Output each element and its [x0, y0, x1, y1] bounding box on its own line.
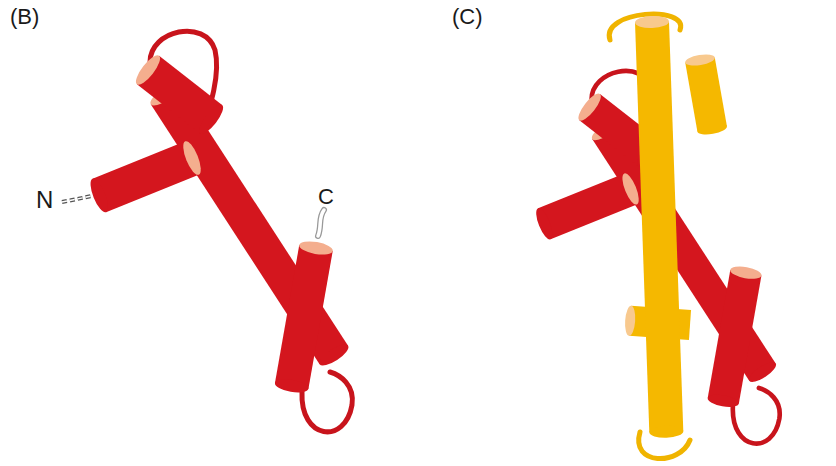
- panel-label: (B): [10, 6, 39, 28]
- terminus-label: N: [36, 188, 53, 212]
- panel-label: (C): [452, 6, 483, 28]
- terminus-label: C: [318, 186, 334, 208]
